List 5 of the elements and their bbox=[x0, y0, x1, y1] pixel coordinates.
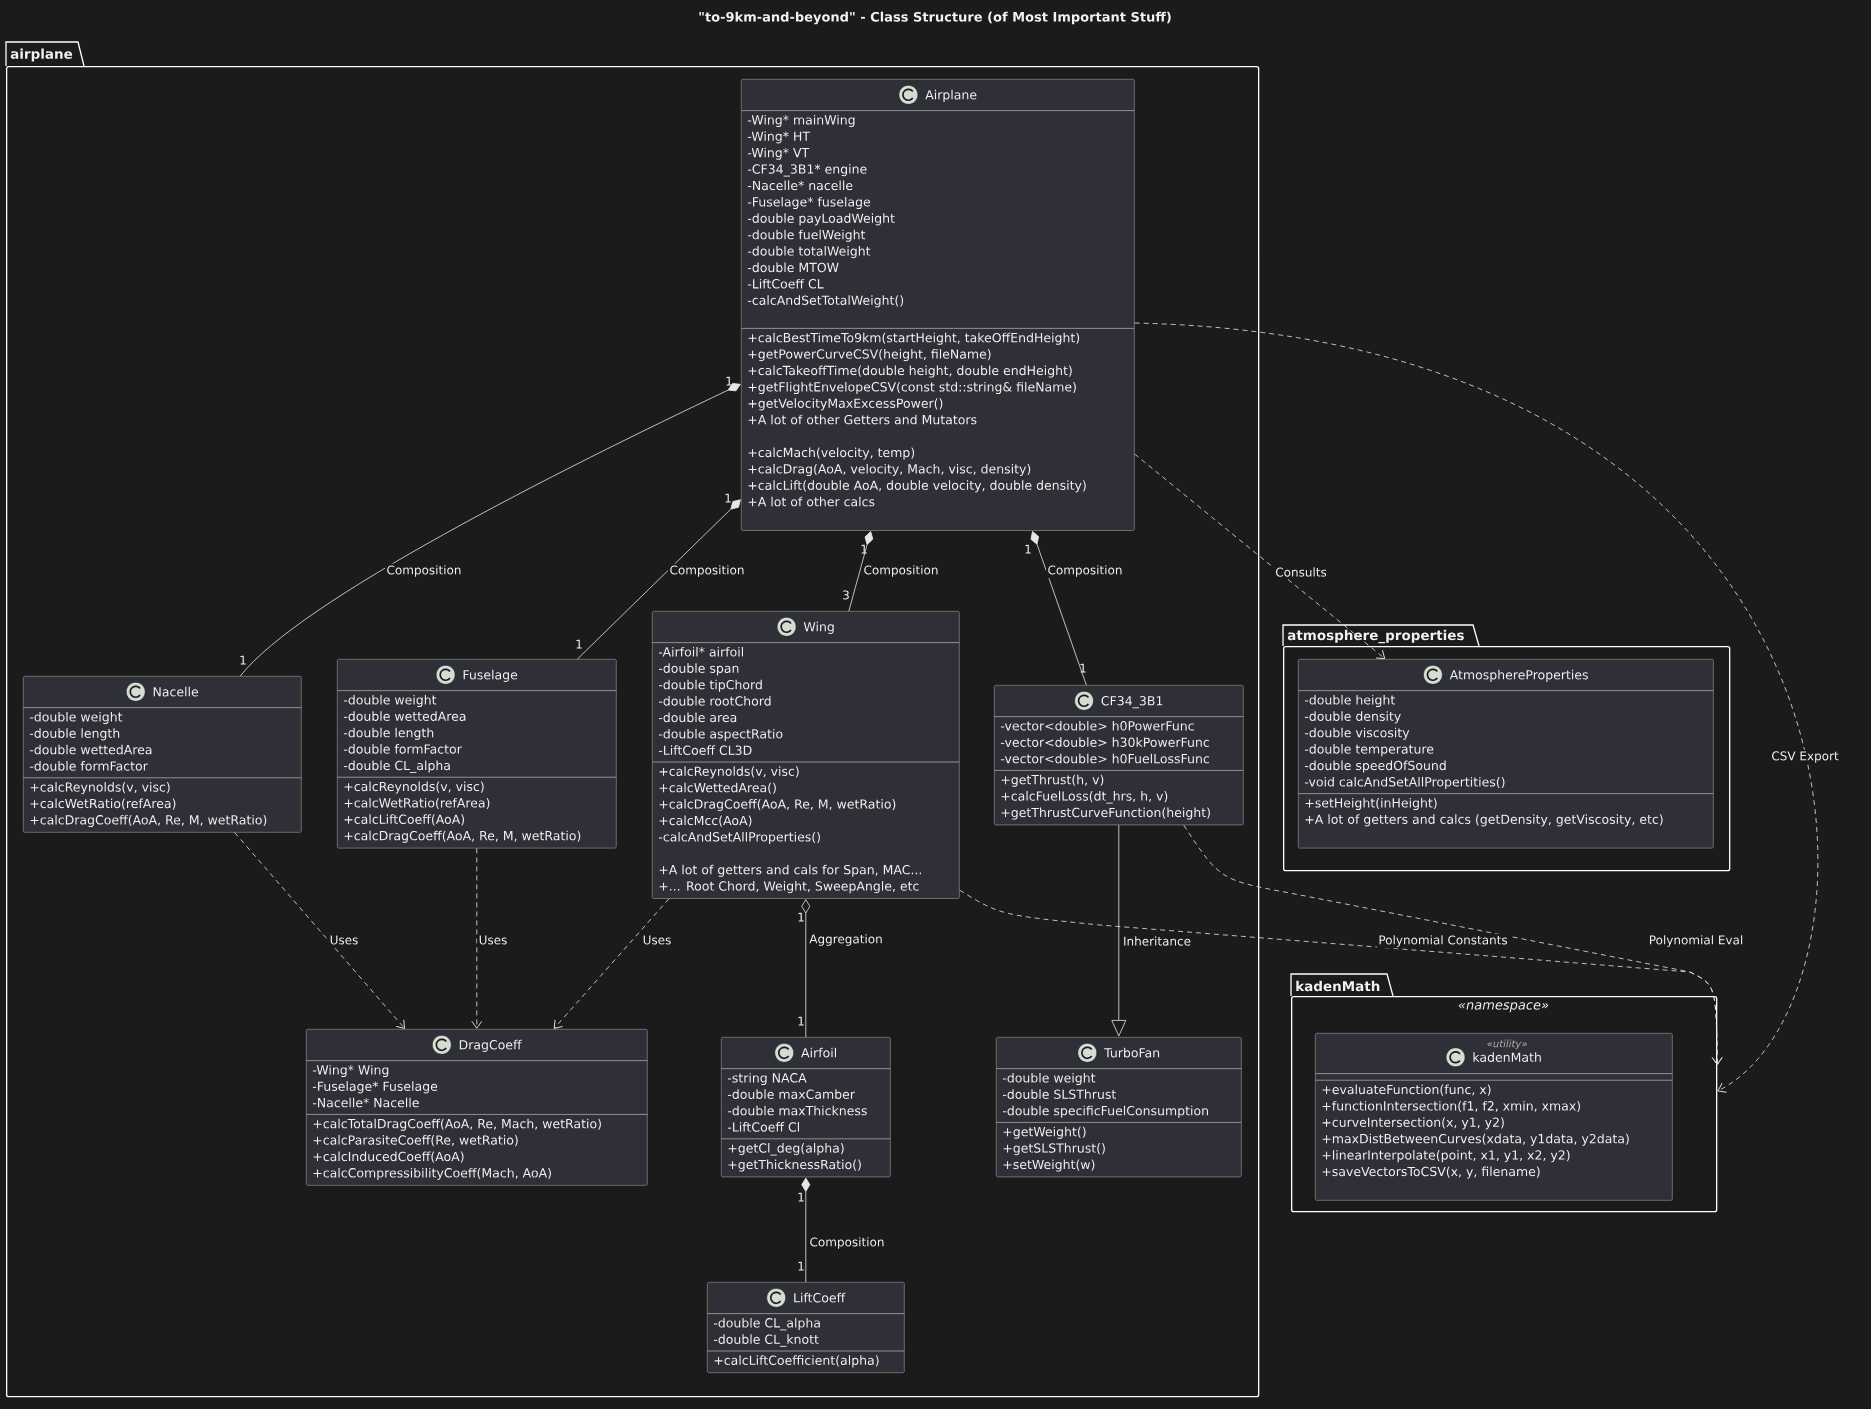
connector bbox=[1183, 824, 1723, 1065]
title: "to-9km-and-beyond" - Class Structure (of Most Important Stuff) bbox=[699, 11, 1171, 25]
package-name: airplane bbox=[10, 48, 73, 62]
package-name: kadenMath bbox=[1296, 980, 1380, 992]
package-name: atmosphere_properties bbox=[1287, 629, 1464, 644]
